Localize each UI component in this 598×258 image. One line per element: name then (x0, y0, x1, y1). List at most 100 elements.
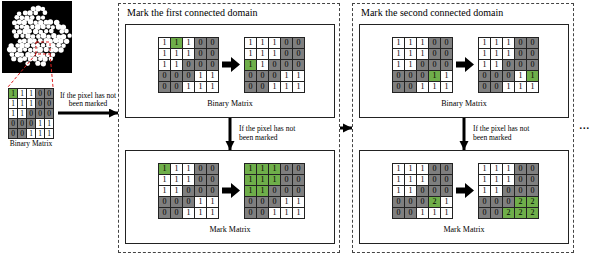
cell-value: 0 (285, 186, 289, 196)
cell-value: 1 (495, 164, 499, 174)
matrix-cell: 1 (393, 60, 405, 71)
cell-value: 1 (519, 82, 523, 92)
cell-value: 0 (261, 208, 265, 218)
cell-value: 1 (297, 208, 301, 218)
cell-value: 0 (199, 175, 203, 185)
matrix-cell: 1 (491, 38, 503, 49)
matrix-cell: 1 (45, 119, 54, 129)
matrix-cell: 1 (281, 82, 293, 93)
cell-value: 0 (273, 60, 277, 70)
matrix-cell: 0 (269, 60, 281, 71)
matrix-cell: 1 (245, 49, 257, 60)
matrix-cell: 0 (293, 175, 305, 186)
matrix-cell: 0 (503, 71, 515, 82)
matrix-cell: 0 (441, 49, 453, 60)
cell-value: 1 (397, 49, 401, 59)
cell-value: 1 (421, 208, 425, 218)
matrix-cell: 1 (503, 49, 515, 60)
matrix-cell: 0 (245, 71, 257, 82)
matrix-cell: 0 (245, 208, 257, 219)
matrix-cell: 1 (269, 82, 281, 93)
matrix-cell: 1 (195, 208, 207, 219)
cell-value: 0 (163, 71, 167, 81)
cell-value: 1 (199, 82, 203, 92)
cell-blob (51, 52, 55, 56)
matrix-cell: 0 (527, 164, 539, 175)
cell-value: 0 (20, 119, 24, 128)
cell-blob (46, 24, 50, 28)
cell-value: 0 (519, 38, 523, 48)
cell-value: 1 (483, 164, 487, 174)
cell-value: 1 (483, 186, 487, 196)
cell-blob (22, 56, 27, 61)
cell-value: 1 (495, 175, 499, 185)
matrix-cell: 0 (195, 38, 207, 49)
matrix-cell: 0 (503, 60, 515, 71)
matrix-cell: 1 (207, 71, 219, 82)
matrix-cell: 0 (405, 208, 417, 219)
cell-value: 0 (483, 197, 487, 207)
cell-value: 1 (29, 99, 33, 108)
matrix-cell: 1 (503, 164, 515, 175)
matrix-cell: 0 (207, 186, 219, 197)
cell-value: 1 (175, 164, 179, 174)
matrix-cell: 0 (207, 49, 219, 60)
matrix-cell: 0 (491, 71, 503, 82)
cell-value: 1 (397, 38, 401, 48)
cell-value: 1 (285, 71, 289, 81)
matrix-cell: 0 (159, 208, 171, 219)
cell-value: 0 (285, 164, 289, 174)
matrix-cell: 0 (281, 175, 293, 186)
cell-value: 0 (433, 60, 437, 70)
matrix-caption: Binary Matrix (10, 140, 53, 149)
matrix-cell: 2 (515, 208, 527, 219)
cell-value: 0 (421, 186, 425, 196)
cell-value: 1 (20, 99, 24, 108)
matrix-cell: 0 (491, 197, 503, 208)
cell-blob (41, 16, 45, 20)
matrix-cell: 1 (245, 38, 257, 49)
matrix-cell: 0 (393, 197, 405, 208)
flow-arrow (340, 127, 352, 130)
cell-blob (22, 38, 27, 43)
matrix-cell: 0 (515, 175, 527, 186)
matrix-cell: 0 (195, 49, 207, 60)
matrix-cell: 0 (281, 164, 293, 175)
matrix-cell: 0 (293, 186, 305, 197)
cell-blob (38, 56, 43, 61)
matrix-cell: 0 (429, 164, 441, 175)
matrix-cell: 1 (429, 208, 441, 219)
block-arrow (222, 57, 240, 72)
cell-value: 1 (445, 208, 449, 218)
cell-value: 1 (273, 49, 277, 59)
cell-blob (64, 29, 69, 34)
matrix-cell: 1 (269, 164, 281, 175)
cell-value: 1 (445, 197, 449, 207)
cell-value: 0 (409, 197, 413, 207)
cell-value: 0 (397, 197, 401, 207)
cell-value: 1 (20, 89, 24, 98)
cell-blob (49, 29, 54, 34)
cell-value: 0 (445, 60, 449, 70)
box-caption: Mark Matrix (209, 225, 250, 234)
matrix-cell: 0 (527, 175, 539, 186)
matrix-cell: 1 (18, 89, 27, 99)
panel-title: Mark the second connected domain (361, 7, 503, 19)
matrix-cell: 1 (527, 82, 539, 93)
cell-value: 1 (38, 129, 42, 138)
cell-value: 0 (297, 175, 301, 185)
matrix-grid: 1110011100110000001100111 (158, 37, 219, 93)
matrix-cell: 1 (503, 82, 515, 93)
matrix-cell: 0 (171, 197, 183, 208)
cell-blob (11, 47, 16, 52)
matrix-cell: 1 (479, 186, 491, 197)
cell-blob (27, 29, 32, 34)
matrix-cell: 1 (159, 60, 171, 71)
cell-value: 0 (199, 60, 203, 70)
box-caption-slot: Mark Matrix (340, 225, 588, 234)
cell-value: 1 (445, 82, 449, 92)
matrix-cell: 0 (45, 99, 54, 109)
cell-blob (48, 19, 53, 24)
cell-value: 1 (187, 164, 191, 174)
cell-value: 1 (11, 109, 15, 118)
